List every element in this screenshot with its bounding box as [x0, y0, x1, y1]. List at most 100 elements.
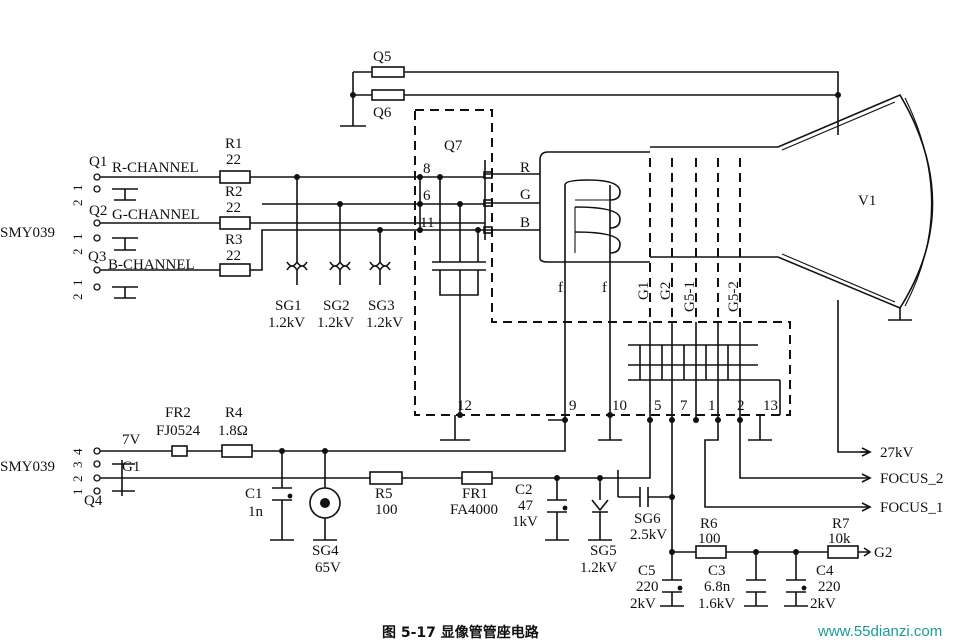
q4-pin4: 4 — [70, 448, 85, 455]
sg5-ref: SG5 — [590, 543, 617, 559]
v7-label: 7V — [122, 432, 141, 448]
c5-voltage: 2kV — [630, 596, 656, 612]
q3-label: Q3 — [88, 249, 106, 265]
tube-ref-label: V1 — [858, 193, 876, 209]
grid-g2-label: G2 — [658, 282, 674, 300]
q4-label: Q4 — [84, 493, 103, 509]
c2-voltage: 1kV — [512, 514, 538, 530]
r7-value: 10k — [828, 531, 851, 547]
r-channel-label: R-CHANNEL — [112, 160, 199, 176]
grid-g5-2-label: G5-2 — [726, 281, 742, 312]
q5-q6-link: Q5 Q6 — [340, 49, 841, 135]
sg3-value: 1.2kV — [366, 315, 403, 331]
socket-q7: Q7 — [414, 109, 791, 416]
sg2-ref: SG2 — [323, 298, 350, 314]
q3-pin2: 2 — [70, 294, 85, 301]
c3-value: 6.8n — [704, 579, 731, 595]
pin5-label: 5 — [654, 398, 662, 414]
sg6-value: 2.5kV — [630, 527, 667, 543]
q4-pin3: 3 — [70, 462, 85, 469]
q3-pin1: 1 — [70, 280, 85, 287]
r5-ref: R5 — [375, 486, 393, 502]
sg4-value: 65V — [315, 560, 341, 576]
c4-voltage: 2kV — [810, 596, 836, 612]
g-channel-label: G-CHANNEL — [112, 207, 200, 223]
r4-ref: R4 — [225, 405, 243, 421]
smy039-top-label: SMY039 — [0, 225, 55, 241]
fr2-ref: FR2 — [165, 405, 191, 421]
q4-pin2: 2 — [70, 476, 85, 483]
r6-ref: R6 — [700, 516, 718, 532]
g1-input-label: G1 — [122, 459, 140, 475]
pin12-label: 12 — [457, 398, 472, 414]
c3-ref: C3 — [708, 563, 726, 579]
fr1-ref: FR1 — [462, 486, 488, 502]
r4-value: 1.8Ω — [218, 423, 248, 439]
r2-ref: R2 — [225, 184, 243, 200]
q4-pin1: 1 — [70, 489, 85, 496]
connector-q4-pins — [93, 447, 135, 496]
cathode-r-label: R — [520, 160, 530, 176]
watermark: www.55dianzi.com — [817, 623, 942, 640]
r3-ref: R3 — [225, 232, 243, 248]
r7-ref: R7 — [832, 516, 850, 532]
q7-label: Q7 — [444, 138, 463, 154]
c1-ref: C1 — [245, 486, 263, 502]
pin6-label: 6 — [423, 188, 431, 204]
r6-value: 100 — [698, 531, 721, 547]
sg1-ref: SG1 — [275, 298, 302, 314]
pin13-label: 13 — [763, 398, 778, 414]
pin1-label: 1 — [708, 398, 716, 414]
focus2-label: FOCUS_2 — [880, 471, 943, 487]
pin8-label: 8 — [423, 161, 431, 177]
sg5-value: 1.2kV — [580, 560, 617, 576]
c5-value: 220 — [636, 579, 659, 595]
smy039-bottom-label: SMY039 — [0, 459, 55, 475]
q5-label: Q5 — [373, 49, 391, 65]
sg1-value: 1.2kV — [268, 315, 305, 331]
grid-g1-label: G1 — [636, 282, 652, 300]
pin11-label: 11 — [420, 215, 434, 231]
r1-value: 22 — [226, 152, 241, 168]
sg4-ref: SG4 — [312, 543, 339, 559]
sg3-ref: SG3 — [368, 298, 395, 314]
labels: SMY039 SMY039 Q1 Q2 Q3 Q4 R-CHANNEL G-CH… — [0, 136, 943, 641]
cathode-b-label: B — [520, 215, 530, 231]
r2-value: 22 — [226, 200, 241, 216]
outputs-right — [704, 300, 872, 512]
c2-ref: C2 — [515, 482, 533, 498]
fr1-value: FA4000 — [450, 502, 498, 518]
figure-caption: 图 5-17 显像管管座电路 — [382, 624, 540, 641]
focus1-label: FOCUS_1 — [880, 500, 943, 516]
c4-ref: C4 — [816, 563, 834, 579]
r3-value: 22 — [226, 248, 241, 264]
bottom-circuit — [100, 420, 872, 607]
spark-gaps-sg1-sg3 — [286, 177, 391, 285]
q6-label: Q6 — [373, 105, 392, 121]
sg2-value: 1.2kV — [317, 315, 354, 331]
q1-pin2: 2 — [70, 200, 85, 207]
b-channel-label: B-CHANNEL — [108, 257, 195, 273]
q1-pin1: 1 — [70, 185, 85, 192]
hv-27kv-label: 27kV — [880, 445, 914, 461]
c5-ref: C5 — [638, 563, 656, 579]
pin7-label: 7 — [680, 398, 688, 414]
rgb-channel-lines — [100, 160, 540, 299]
cathode-g-label: G — [520, 187, 531, 203]
filament-f1-label: f — [558, 280, 563, 296]
grid-g5-1-label: G5-1 — [682, 281, 698, 312]
pin10-label: 10 — [612, 398, 627, 414]
fr2-value: FJ0524 — [156, 423, 201, 439]
crt-tube-v1: V1 — [539, 93, 934, 322]
q2-label: Q2 — [89, 203, 107, 219]
pin2-label: 2 — [737, 398, 745, 414]
pin9-label: 9 — [569, 398, 577, 414]
q2-pin2: 2 — [70, 249, 85, 256]
r1-ref: R1 — [225, 136, 243, 152]
c1-value: 1n — [248, 504, 264, 520]
c2-value: 47 — [518, 498, 534, 514]
c4-value: 220 — [818, 579, 841, 595]
r5-value: 100 — [375, 502, 398, 518]
